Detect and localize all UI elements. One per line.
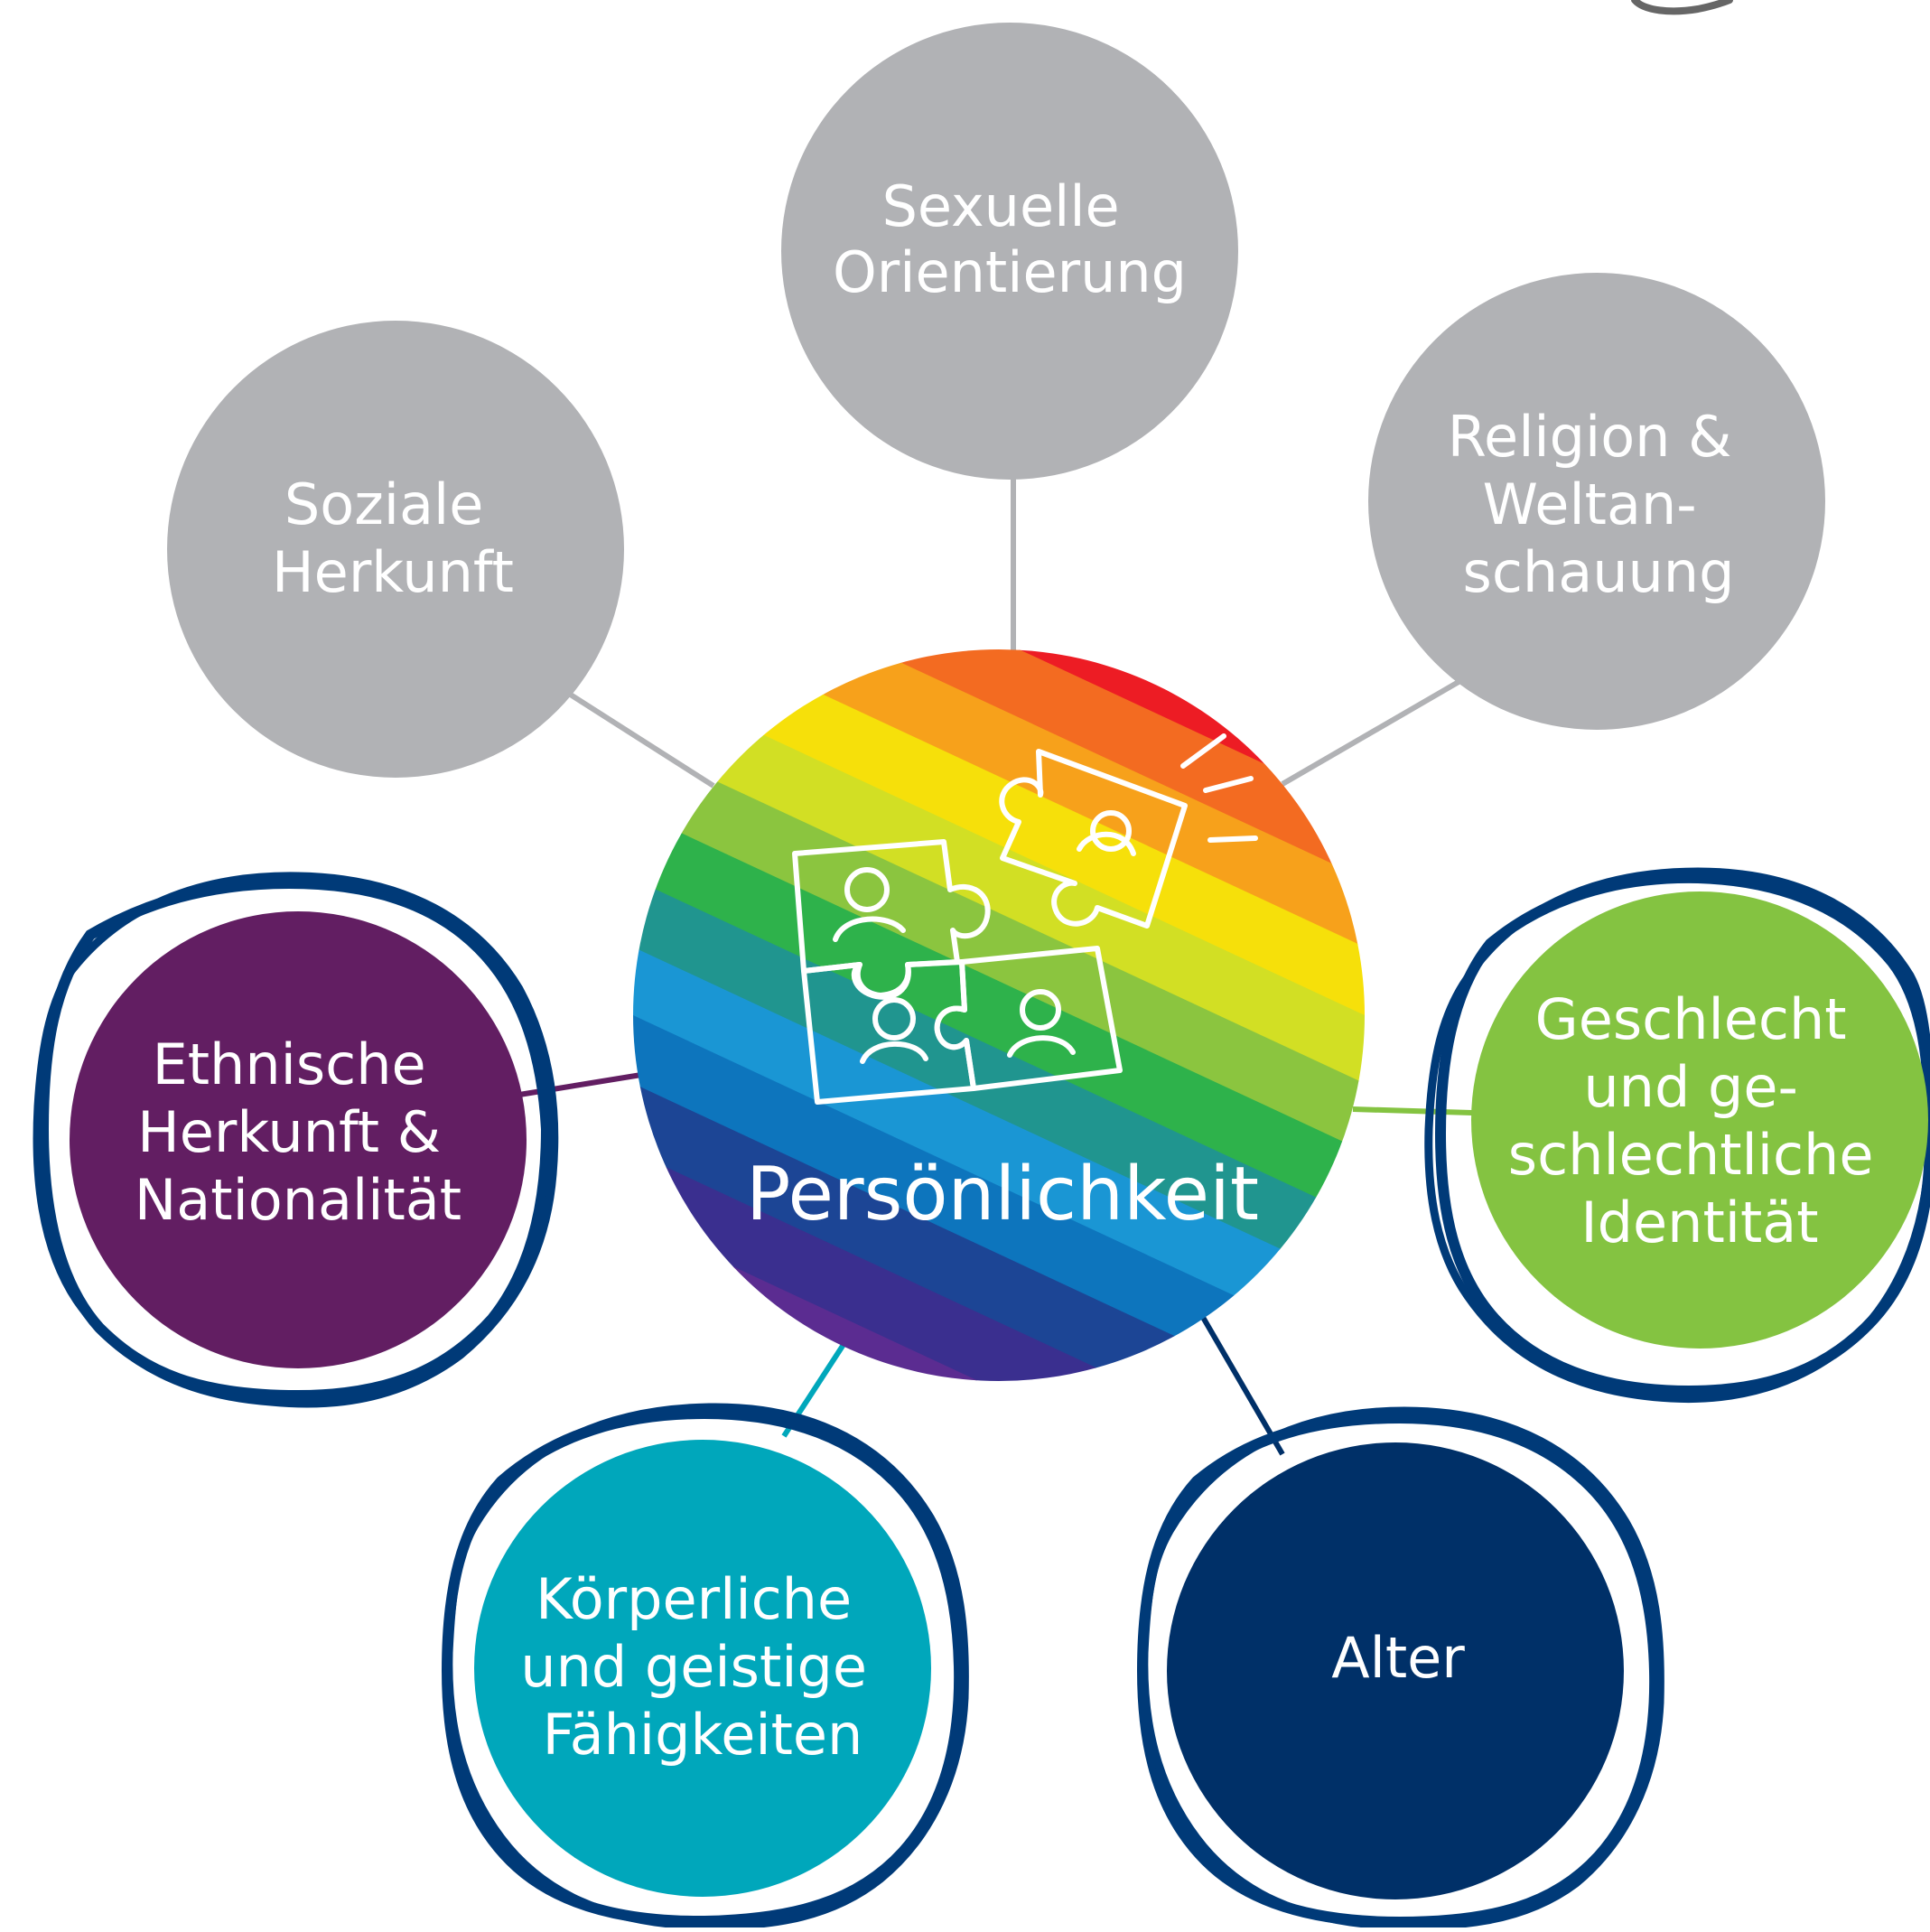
node-sexuelle-orientierung[interactable]: Sexuelle Orientierung (781, 23, 1238, 480)
node-ring (1424, 867, 1930, 1403)
rainbow-stripe (633, 868, 1365, 1381)
node-ethnische-herkunft[interactable]: Ethnische Herkunft & Nationalität (33, 872, 559, 1408)
connector-geschlecht (1352, 1106, 1473, 1115)
rainbow-stripe (633, 1036, 1365, 1381)
node-label: Religion & Weltan- schauung (1448, 404, 1749, 605)
node-circle (1471, 891, 1928, 1349)
node-alter[interactable]: Alter (1136, 1406, 1664, 1930)
node-circle (474, 1440, 931, 1897)
rainbow-stripe (633, 756, 1365, 1275)
node-ring (1140, 1406, 1664, 1930)
connector-alter (1198, 1312, 1285, 1456)
node-circle (781, 23, 1238, 480)
rainbow-stripe (633, 649, 1365, 995)
connector-religion (1281, 679, 1460, 787)
node-label: Alter (1331, 1625, 1465, 1691)
node-soziale-herkunft[interactable]: Soziale Herkunft (167, 321, 624, 778)
node-label: Soziale Herkunft (272, 471, 514, 605)
node-ring (33, 872, 559, 1408)
node-circle (1368, 273, 1825, 730)
node-circle (70, 911, 527, 1368)
node-label: Körperliche und geistige Fähigkeiten (520, 1566, 884, 1768)
node-label: Geschlecht und ge- schlechtliche Identit… (1508, 986, 1891, 1255)
node-label: Ethnische Herkunft & Nationalität (135, 1031, 462, 1233)
node-geschlecht[interactable]: Geschlecht und ge- schlechtliche Identit… (1424, 867, 1930, 1403)
rainbow-stripe (633, 924, 1365, 1381)
rainbow-stripe (633, 700, 1365, 1219)
rainbow-stripe (633, 649, 1365, 1163)
node-ring (444, 1403, 969, 1930)
node-koerperliche-faehigkeiten[interactable]: Körperliche und geistige Fähigkeiten (441, 1403, 969, 1930)
satellite-nodes: Sexuelle Orientierung Religion & Weltan-… (33, 23, 1930, 1930)
node-circle (1167, 1442, 1624, 1899)
corner-decoration (1631, 0, 1733, 15)
puzzle-icon (792, 733, 1258, 1105)
center-label: Persönlichkeit (746, 1152, 1259, 1237)
node-label: Sexuelle Orientierung (833, 173, 1187, 305)
connector-soziale-herkunft (567, 691, 715, 789)
node-religion-weltanschauung[interactable]: Religion & Weltan- schauung (1368, 273, 1825, 730)
node-circle (167, 321, 624, 778)
